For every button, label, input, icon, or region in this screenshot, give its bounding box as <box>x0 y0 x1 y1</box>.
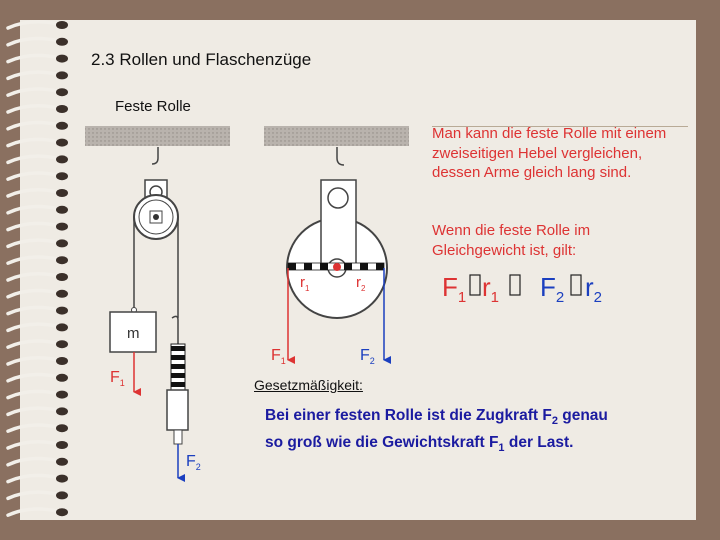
divider-line <box>432 126 688 127</box>
binding-ring <box>6 372 60 383</box>
binding-hole <box>56 189 68 197</box>
hook-left <box>151 147 159 165</box>
axle-pivot-large <box>333 263 341 271</box>
binding-ring <box>6 20 60 30</box>
binding-hole <box>56 138 68 147</box>
binding-hole <box>56 105 68 113</box>
binding-ring <box>6 440 60 450</box>
binding-ring <box>6 305 60 316</box>
binding-ring <box>6 87 60 97</box>
radius-label-r2: r2 <box>356 274 366 293</box>
binding-ring <box>6 490 60 501</box>
binding-ring <box>6 389 60 400</box>
binding-hole <box>56 474 68 483</box>
binding-hole <box>56 289 68 298</box>
force-label-f1-large: F1 <box>271 347 286 366</box>
binding-hole <box>56 21 68 29</box>
paragraph-equilibrium: Wenn die feste Rolle im Gleichgewicht is… <box>432 222 591 259</box>
binding-hole <box>56 340 68 349</box>
hook-right-pulley <box>336 147 345 166</box>
formula-r1: r1 <box>482 272 499 306</box>
binding-ring <box>6 473 60 484</box>
binding-ring <box>6 322 60 333</box>
binding-hole <box>56 441 68 449</box>
bracket-eye-large <box>327 187 349 209</box>
binding-hole <box>56 88 68 97</box>
binding-ring <box>6 36 60 47</box>
binding-hole <box>56 323 68 332</box>
binding-ring <box>6 70 60 81</box>
binding-hole <box>56 37 68 46</box>
binding-hole <box>56 357 68 365</box>
binding-hole <box>56 373 68 382</box>
binding-ring <box>6 104 60 114</box>
law-statement: Bei einer festen Rolle ist die Zugkraft … <box>265 407 608 455</box>
mass-block <box>109 311 157 353</box>
binding-hole <box>56 273 68 281</box>
binding-hole <box>56 121 68 130</box>
binding-ring <box>6 53 60 64</box>
binding-ring <box>6 339 60 349</box>
formula-missing-glyph-2 <box>509 274 521 296</box>
pulley-inner-left <box>138 199 174 235</box>
binding-ring <box>6 255 60 265</box>
binding-ring <box>6 137 60 148</box>
formula-f2: F2 <box>540 272 564 306</box>
mass-label: m <box>127 325 140 342</box>
binding-ring <box>6 356 60 366</box>
binding-hole <box>56 71 68 80</box>
formula-missing-glyph-1 <box>469 274 481 296</box>
radius-label-r1: r1 <box>300 274 310 293</box>
binding-hole <box>56 172 68 181</box>
force-label-f1-left: F1 <box>110 369 125 388</box>
binding-hole <box>56 222 68 231</box>
binding-hole <box>56 407 68 416</box>
binding-ring <box>6 272 60 282</box>
binding-hole <box>56 256 68 265</box>
paragraph-lever-comparison: Man kann die feste Rolle mit einem zweis… <box>432 125 667 181</box>
slide-title: 2.3 Rollen und Flaschenzüge <box>91 50 312 69</box>
spring-scale <box>166 320 189 445</box>
binding-hole <box>56 239 68 248</box>
binding-ring <box>6 221 60 232</box>
slide-subtitle: Feste Rolle <box>115 98 191 115</box>
binding-ring <box>6 120 60 131</box>
binding-hole <box>56 390 68 399</box>
binding-hole <box>56 508 68 517</box>
ceiling-left <box>85 126 230 146</box>
formula-r2: r2 <box>585 272 602 306</box>
hook-right <box>171 315 179 321</box>
force-label-f2-large: F2 <box>360 347 375 366</box>
formula-f1: F1 <box>442 272 466 306</box>
binding-hole <box>56 457 68 466</box>
binding-ring <box>6 423 60 433</box>
binding-ring <box>6 188 60 198</box>
binding-hole <box>56 205 68 214</box>
binding-hole <box>56 155 68 164</box>
ceiling-right <box>264 126 409 146</box>
binding-hole <box>56 491 68 500</box>
binding-hole <box>56 424 68 433</box>
equilibrium-formula: F1 r1 F2 r2 <box>442 272 602 306</box>
binding-ring <box>6 507 60 517</box>
binding-hole <box>56 54 68 63</box>
binding-ring <box>6 288 60 299</box>
binding-ring <box>6 406 60 417</box>
binding-ring <box>6 204 60 215</box>
law-label: Gesetzmäßigkeit: <box>254 377 363 393</box>
formula-missing-glyph-3 <box>570 274 582 296</box>
binding-ring <box>6 154 60 165</box>
pulley-axle-left <box>153 214 159 220</box>
binding-ring <box>6 238 60 249</box>
binding-ring <box>6 171 60 181</box>
force-label-f2-left: F2 <box>186 453 201 472</box>
spiral-binding <box>6 20 68 517</box>
binding-hole <box>56 306 68 315</box>
binding-ring <box>6 456 60 467</box>
